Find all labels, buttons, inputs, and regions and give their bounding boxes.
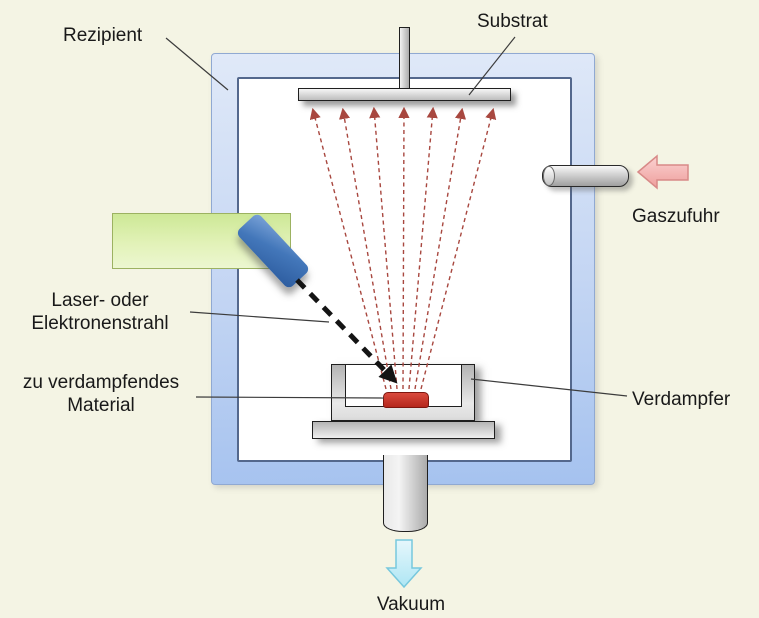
gas-inlet-tube-cap bbox=[543, 166, 555, 186]
substrate-holder-stem bbox=[399, 27, 410, 93]
label-verdampfer: Verdampfer bbox=[632, 389, 731, 410]
vacuum-pump-tube bbox=[383, 455, 428, 532]
label-substrat: Substrat bbox=[477, 11, 548, 32]
label-zu-verdampfendes-material: zu verdampfendes Material bbox=[9, 371, 193, 417]
label-laser-line2: Elektronenstrahl bbox=[31, 313, 169, 335]
label-rezipient: Rezipient bbox=[63, 25, 143, 46]
substrate-plate bbox=[298, 88, 511, 101]
label-laser-oder-elektronenstrahl: Laser- oder Elektronenstrahl bbox=[8, 289, 192, 335]
evaporation-material bbox=[383, 392, 429, 408]
label-laser-line1: Laser- oder bbox=[51, 290, 149, 311]
label-material-line2: Material bbox=[67, 395, 135, 417]
evaporator-base bbox=[312, 421, 495, 439]
gas-inlet-tube bbox=[542, 165, 629, 187]
arrow-down-icon bbox=[385, 539, 423, 589]
label-gaszufuhr: Gaszufuhr bbox=[632, 206, 720, 227]
label-vakuum: Vakuum bbox=[376, 594, 446, 615]
label-material-line1: zu verdampfendes bbox=[22, 372, 180, 393]
arrow-left-icon bbox=[636, 154, 689, 190]
